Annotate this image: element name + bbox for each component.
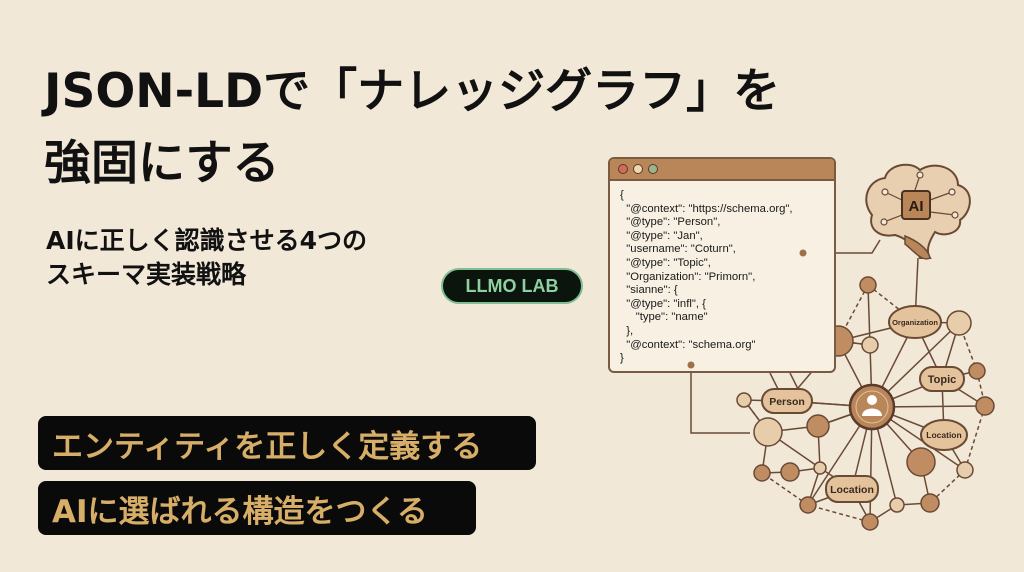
connector-line bbox=[789, 372, 799, 390]
graph-node bbox=[780, 462, 800, 482]
code-line: "Organization": "Primorn", bbox=[620, 270, 756, 283]
code-line: "@context": "https://schema.org", bbox=[620, 202, 793, 215]
node-organization: Organization bbox=[892, 318, 938, 327]
graph-edge bbox=[964, 405, 986, 471]
close-dot-icon bbox=[618, 164, 628, 174]
graph-node bbox=[975, 396, 995, 416]
json-ld-code: { "@context": "https://schema.org", "@ty… bbox=[610, 181, 834, 366]
brand-badge: LLMO LAB bbox=[441, 268, 583, 304]
code-line: "@type": "Topic", bbox=[620, 256, 711, 269]
graph-edge bbox=[837, 340, 871, 346]
graph-node bbox=[946, 310, 972, 336]
code-line: }, bbox=[620, 324, 634, 337]
code-line: } bbox=[620, 352, 624, 365]
maximize-dot-icon bbox=[648, 164, 658, 174]
code-line: "username": "Coturn", bbox=[620, 243, 736, 256]
graph-node bbox=[806, 414, 830, 438]
code-line: "sianne": { bbox=[620, 284, 678, 297]
brain-ai-label: AI bbox=[909, 198, 924, 215]
page-title-line2: 強固にする bbox=[44, 136, 280, 191]
graph-node bbox=[813, 461, 827, 475]
connector-line bbox=[690, 365, 750, 434]
code-line: "@type": "Person", bbox=[620, 216, 721, 229]
code-line: "@type": "Jan", bbox=[620, 229, 703, 242]
connector-line bbox=[769, 372, 779, 390]
code-window: { "@context": "https://schema.org", "@ty… bbox=[608, 157, 836, 373]
user-icon bbox=[848, 383, 896, 431]
node-topic: Topic bbox=[928, 374, 957, 386]
graph-node bbox=[956, 461, 974, 479]
node-person: Person bbox=[769, 396, 805, 408]
code-line: "@type": "infl", { bbox=[620, 297, 706, 310]
graph-edge bbox=[867, 284, 871, 346]
code-line: { bbox=[620, 189, 624, 201]
node-location-right: Location bbox=[926, 430, 961, 440]
graph-node bbox=[968, 362, 986, 380]
brain-icon: AI bbox=[865, 163, 971, 260]
point-pill-1: エンティティを正しく定義する bbox=[38, 416, 536, 470]
node-location-bottom: Location bbox=[830, 484, 874, 496]
code-line: "@context": "schema.org" bbox=[620, 338, 756, 351]
graph-node bbox=[859, 276, 877, 294]
graph-node bbox=[861, 513, 879, 531]
graph-node bbox=[861, 336, 879, 354]
code-line: "type": "name" bbox=[620, 311, 708, 324]
subtitle-line2: スキーマ実装戦略 bbox=[46, 260, 247, 289]
subtitle-line1: AIに正しく認識させる4つの bbox=[46, 226, 368, 255]
window-titlebar bbox=[610, 159, 834, 181]
graph-edge bbox=[807, 504, 871, 523]
graph-node bbox=[889, 497, 905, 513]
graph-edge bbox=[761, 472, 809, 506]
point-pill-2: AIに選ばれる構造をつくる bbox=[38, 481, 476, 535]
graph-node bbox=[920, 493, 940, 513]
graph-node bbox=[799, 496, 817, 514]
minimize-dot-icon bbox=[633, 164, 643, 174]
graph-node bbox=[753, 417, 783, 447]
graph-node bbox=[736, 392, 752, 408]
page-title-line1: JSON-LDで「ナレッジグラフ」を bbox=[44, 64, 781, 119]
graph-node bbox=[906, 447, 936, 477]
graph-node bbox=[753, 464, 771, 482]
